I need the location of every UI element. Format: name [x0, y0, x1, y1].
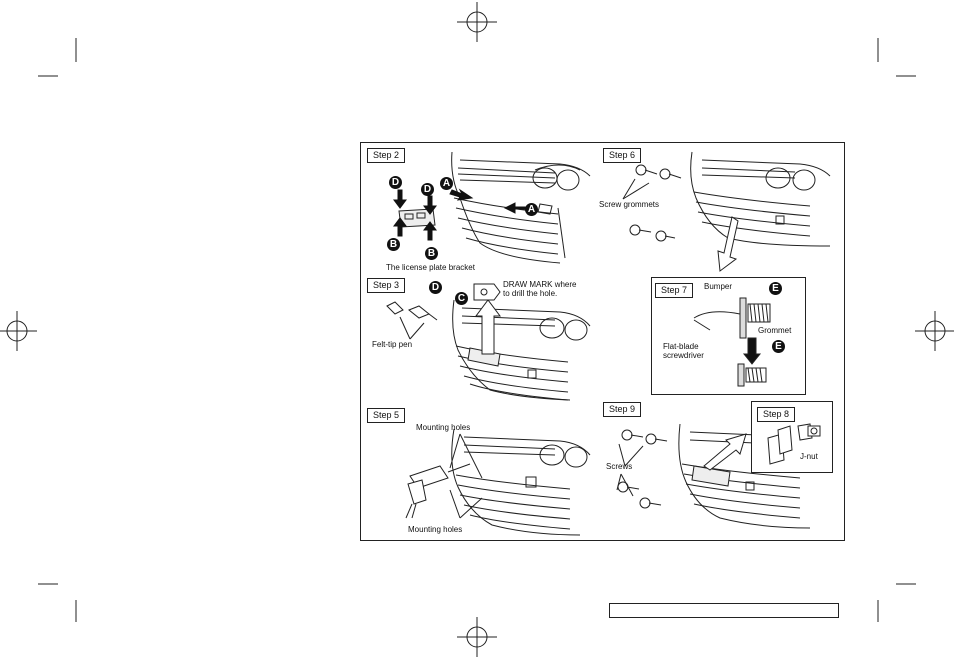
step8-jnut: J-nut	[800, 452, 818, 462]
callout-d-right: D	[421, 183, 434, 196]
step9-arrow	[700, 430, 750, 470]
callout-a-left: A	[440, 177, 453, 190]
callout-e-bottom: E	[772, 340, 785, 353]
step7-grommet: Grommet	[758, 326, 791, 336]
step3-bumper-drawing	[440, 290, 610, 400]
callout-c: C	[455, 292, 468, 305]
step7-drawing	[690, 282, 800, 392]
step3-tag	[472, 282, 502, 302]
step5-label: Step 5	[367, 408, 405, 423]
step2-arrows	[390, 180, 550, 260]
step5-lead-lines	[440, 430, 520, 520]
step5-caption-top: Mounting holes	[416, 423, 470, 433]
callout-b-left: B	[387, 238, 400, 251]
step9-label: Step 9	[603, 402, 641, 417]
step2-caption: The license plate bracket	[386, 263, 475, 273]
step2-label: Step 2	[367, 148, 405, 163]
callout-d-step3: D	[429, 281, 442, 294]
step8-drawing	[760, 420, 830, 470]
step7-tool-line2: screwdriver	[663, 351, 704, 361]
step7-bumper: Bumper	[704, 282, 732, 292]
step3-pen-caption: Felt-tip pen	[372, 340, 412, 350]
step3-label: Step 3	[367, 278, 405, 293]
step3-draw-line2: to drill the hole.	[503, 289, 557, 299]
step7-label: Step 7	[655, 283, 693, 298]
step5-caption-bottom: Mounting holes	[408, 525, 462, 535]
step3-up-arrow	[474, 296, 504, 356]
callout-e-top: E	[769, 282, 782, 295]
step9-caption: Screws	[606, 462, 632, 472]
callout-d-left: D	[389, 176, 402, 189]
callout-b-right: B	[425, 247, 438, 260]
step6-caption: Screw grommets	[599, 200, 659, 210]
step6-down-arrow	[710, 215, 750, 275]
step6-bumper-drawing	[680, 148, 840, 248]
footer-box	[609, 603, 839, 618]
callout-a-right: A	[525, 203, 538, 216]
